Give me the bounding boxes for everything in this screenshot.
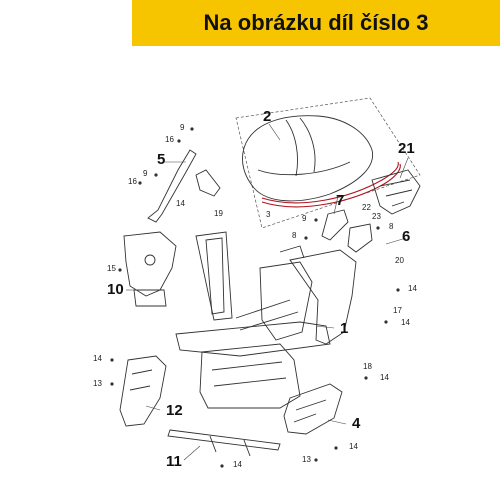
part-label-23: 23 [372, 212, 381, 221]
part-label-3: 3 [266, 210, 271, 219]
part-label-5: 5 [157, 151, 165, 168]
part-label-13: 13 [302, 455, 311, 464]
part-label-9: 9 [143, 169, 148, 178]
part-label-14: 14 [380, 373, 389, 382]
part-label-12: 12 [166, 402, 183, 419]
part-label-4: 4 [352, 415, 361, 432]
part-label-19: 19 [214, 209, 223, 218]
part-label-14: 14 [349, 442, 358, 451]
part-label-16: 16 [165, 135, 174, 144]
part-number-labels: 1234567889991011121313141414141414141516… [93, 108, 417, 470]
part-label-13: 13 [93, 379, 102, 388]
seat-part [235, 97, 421, 229]
part-label-14: 14 [408, 284, 417, 293]
part-label-14: 14 [93, 354, 102, 363]
panel-4-part [283, 383, 343, 435]
bracket-10-part [123, 231, 177, 307]
banner-text: Na obrázku díl číslo 3 [203, 10, 429, 35]
rear-carrier-part [371, 169, 421, 215]
part-label-16: 16 [128, 177, 137, 186]
part-label-21: 21 [398, 140, 415, 157]
part-label-10: 10 [107, 281, 124, 298]
part-label-1: 1 [340, 320, 348, 337]
stand-part [147, 149, 221, 223]
part-label-22: 22 [362, 203, 371, 212]
part-label-6: 6 [402, 228, 410, 245]
part-label-8: 8 [389, 222, 394, 231]
title-banner: Na obrázku díl číslo 3 [132, 0, 500, 46]
part-label-7: 7 [336, 192, 344, 209]
part-label-15: 15 [107, 264, 116, 273]
part-label-9: 9 [302, 214, 307, 223]
part-label-17: 17 [393, 306, 402, 315]
leader-lines [126, 123, 409, 461]
bar-11-part [167, 429, 281, 457]
part-label-14: 14 [401, 318, 410, 327]
part-label-14: 14 [233, 460, 242, 469]
part-label-8: 8 [292, 231, 297, 240]
panel-12-part [119, 355, 167, 427]
part-label-2: 2 [263, 108, 271, 125]
main-frame-part [175, 231, 357, 409]
bolts [110, 127, 400, 468]
part-label-11: 11 [166, 453, 182, 470]
part-label-20: 20 [395, 256, 404, 265]
part-label-14: 14 [176, 199, 185, 208]
part-label-9: 9 [180, 123, 185, 132]
part-label-18: 18 [363, 362, 372, 371]
bracket-7-part [321, 209, 373, 253]
